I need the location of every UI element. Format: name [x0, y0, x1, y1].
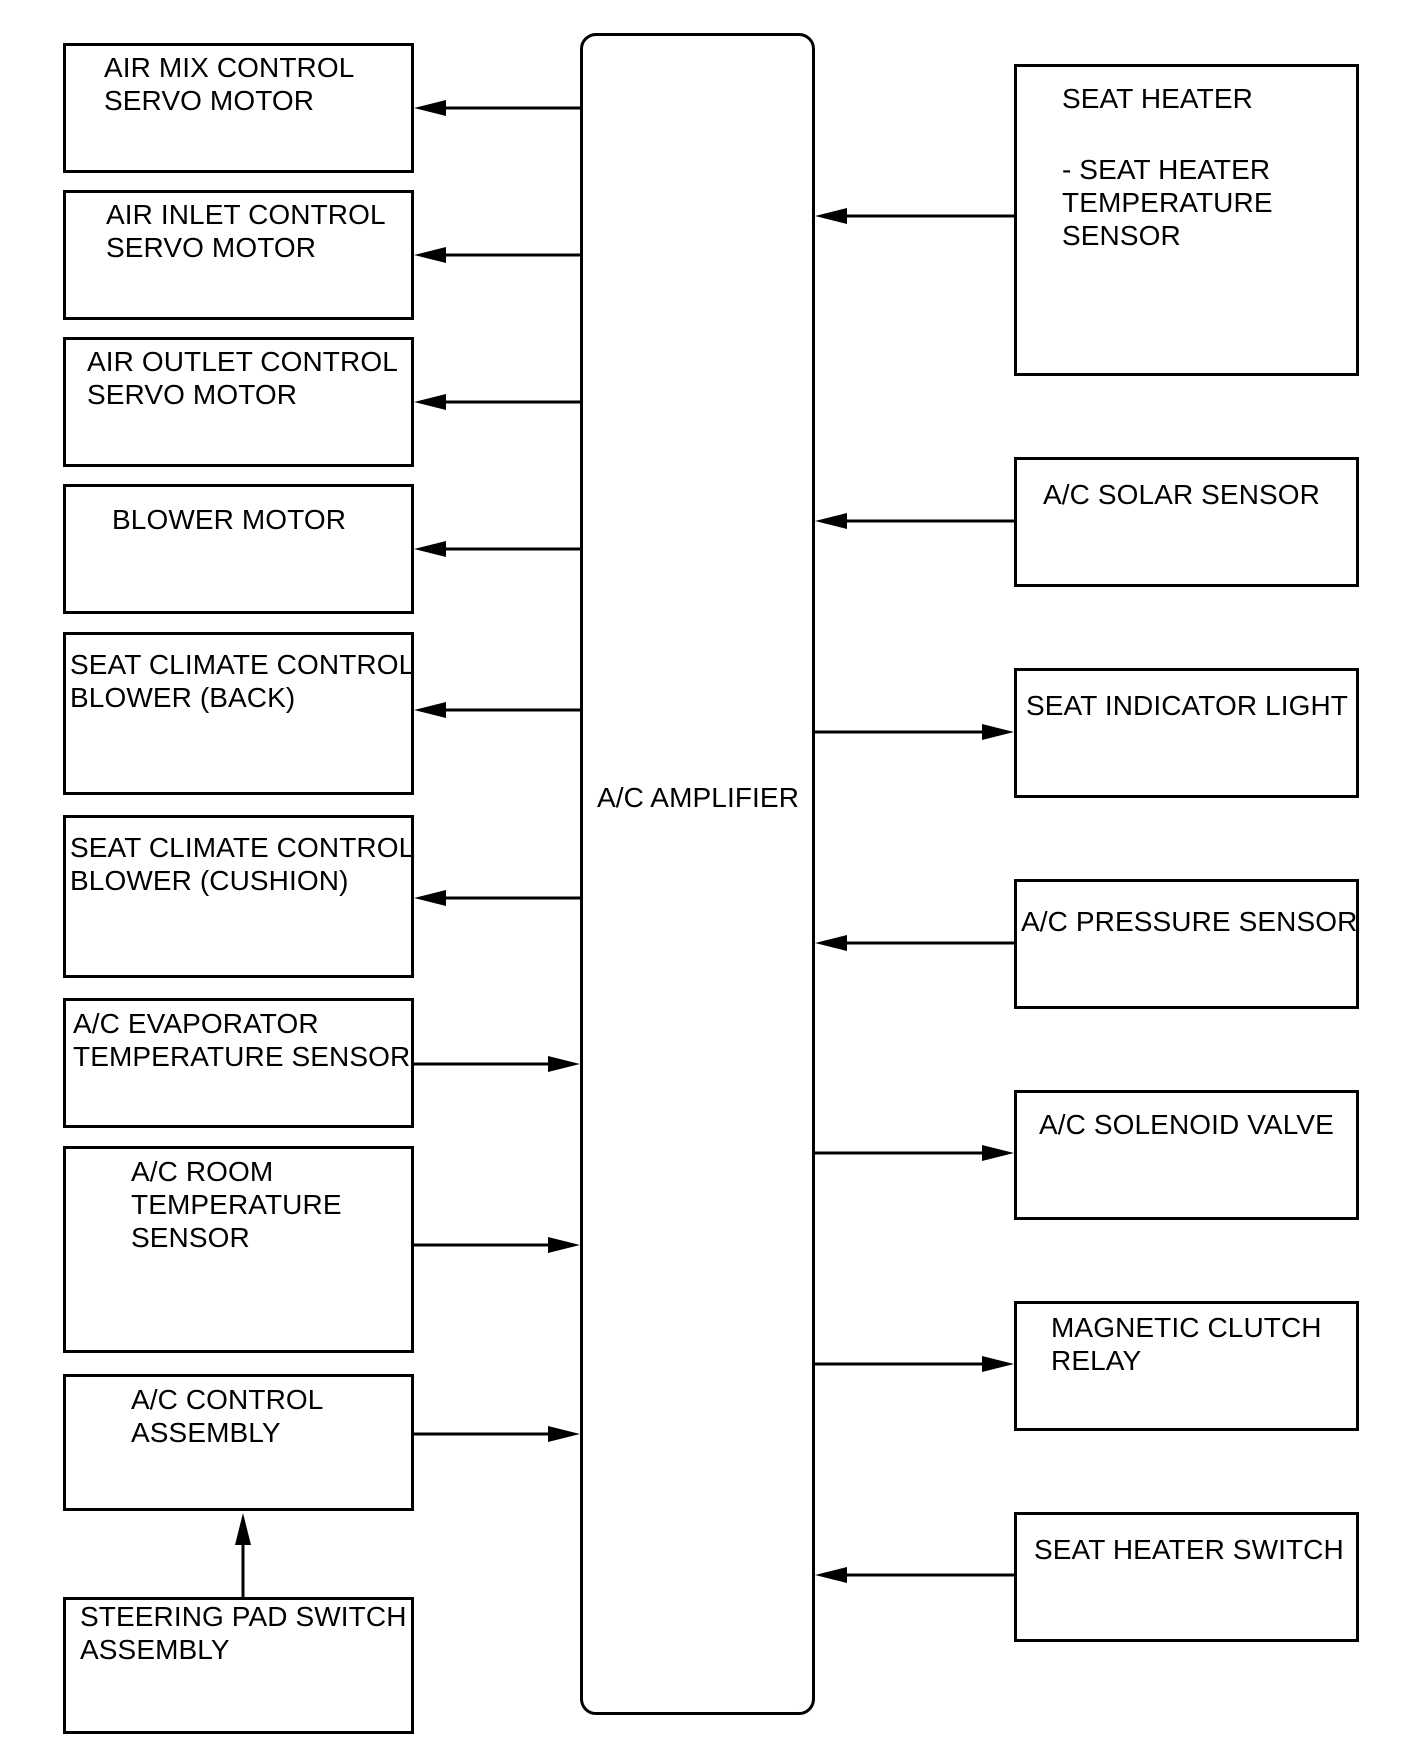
air-outlet-label-2: SERVO MOTOR — [87, 379, 298, 410]
arrowhead-room-sensor — [548, 1237, 580, 1253]
room-sensor-label-3: SENSOR — [131, 1222, 250, 1253]
arrowhead-air-outlet — [414, 394, 446, 410]
seat-blower-back-label-1: SEAT CLIMATE CONTROL — [70, 649, 415, 680]
steering-pad-label-2: ASSEMBLY — [80, 1634, 230, 1665]
room-sensor-label-2: TEMPERATURE — [131, 1189, 342, 1220]
seat-indicator-box: SEAT INDICATOR LIGHT — [1014, 668, 1359, 798]
arrowhead-air-inlet — [414, 247, 446, 263]
arrowhead-air-mix — [414, 100, 446, 116]
air-mix-servo-box: AIR MIX CONTROL SERVO MOTOR — [63, 43, 414, 173]
magnetic-clutch-label-2: RELAY — [1051, 1345, 1142, 1376]
seat-heater-switch-label: SEAT HEATER SWITCH — [1034, 1534, 1344, 1565]
seat-heater-label-1: SEAT HEATER — [1062, 83, 1253, 114]
arrowhead-seat-indicator — [982, 724, 1014, 740]
seat-heater-label-3: TEMPERATURE — [1062, 187, 1273, 218]
air-inlet-servo-box: AIR INLET CONTROL SERVO MOTOR — [63, 190, 414, 320]
solar-sensor-label: A/C SOLAR SENSOR — [1043, 479, 1321, 510]
air-outlet-servo-box: AIR OUTLET CONTROL SERVO MOTOR — [63, 337, 414, 467]
evaporator-label-2: TEMPERATURE SENSOR — [73, 1041, 411, 1072]
evaporator-label-1: A/C EVAPORATOR — [73, 1008, 319, 1039]
arrowhead-seat-blower-back — [414, 702, 446, 718]
steering-pad-label-1: STEERING PAD SWITCH — [80, 1601, 407, 1632]
arrowhead-blower-motor — [414, 541, 446, 557]
room-sensor-box: A/C ROOM TEMPERATURE SENSOR — [63, 1146, 414, 1353]
air-mix-label-1: AIR MIX CONTROL — [104, 52, 355, 83]
control-assembly-label-1: A/C CONTROL — [131, 1384, 324, 1415]
air-outlet-label-1: AIR OUTLET CONTROL — [87, 346, 398, 377]
arrowhead-magnetic-clutch — [982, 1356, 1014, 1372]
arrowhead-seat-heater — [815, 208, 847, 224]
ac-amplifier-block: A/C AMPLIFIER — [580, 33, 815, 1715]
solenoid-valve-label: A/C SOLENOID VALVE — [1039, 1109, 1334, 1140]
air-inlet-label-1: AIR INLET CONTROL — [106, 199, 386, 230]
arrowhead-evaporator — [548, 1056, 580, 1072]
seat-heater-label-2: - SEAT HEATER — [1062, 154, 1271, 185]
steering-pad-box: STEERING PAD SWITCH ASSEMBLY — [63, 1597, 414, 1734]
seat-blower-cushion-label-1: SEAT CLIMATE CONTROL — [70, 832, 415, 863]
pressure-sensor-label: A/C PRESSURE SENSOR — [1021, 906, 1358, 937]
magnetic-clutch-box: MAGNETIC CLUTCH RELAY — [1014, 1301, 1359, 1431]
control-assembly-box: A/C CONTROL ASSEMBLY — [63, 1374, 414, 1511]
solar-sensor-box: A/C SOLAR SENSOR — [1014, 457, 1359, 587]
seat-blower-cushion-label-2: BLOWER (CUSHION) — [70, 865, 349, 896]
arrowhead-seat-blower-cushion — [414, 890, 446, 906]
arrowhead-seat-heater-switch — [815, 1567, 847, 1583]
arrowhead-steering-pad — [235, 1513, 251, 1545]
arrowhead-pressure-sensor — [815, 935, 847, 951]
air-inlet-label-2: SERVO MOTOR — [106, 232, 317, 263]
ac-amplifier-label: A/C AMPLIFIER — [597, 782, 800, 813]
seat-heater-switch-box: SEAT HEATER SWITCH — [1014, 1512, 1359, 1642]
pressure-sensor-box: A/C PRESSURE SENSOR — [1014, 879, 1359, 1009]
arrowhead-control-assembly — [548, 1426, 580, 1442]
seat-blower-cushion-box: SEAT CLIMATE CONTROL BLOWER (CUSHION) — [63, 815, 414, 978]
evaporator-sensor-box: A/C EVAPORATOR TEMPERATURE SENSOR — [63, 998, 414, 1128]
magnetic-clutch-label-1: MAGNETIC CLUTCH — [1051, 1312, 1322, 1343]
solenoid-valve-box: A/C SOLENOID VALVE — [1014, 1090, 1359, 1220]
seat-blower-back-label-2: BLOWER (BACK) — [70, 682, 296, 713]
seat-heater-box: SEAT HEATER - SEAT HEATER TEMPERATURE SE… — [1014, 64, 1359, 376]
arrowhead-solar-sensor — [815, 513, 847, 529]
blower-motor-label: BLOWER MOTOR — [112, 504, 347, 535]
seat-heater-label-4: SENSOR — [1062, 220, 1181, 251]
seat-blower-back-box: SEAT CLIMATE CONTROL BLOWER (BACK) — [63, 632, 414, 795]
arrowhead-solenoid-valve — [982, 1145, 1014, 1161]
control-assembly-label-2: ASSEMBLY — [131, 1417, 281, 1448]
seat-indicator-label: SEAT INDICATOR LIGHT — [1026, 690, 1348, 721]
room-sensor-label-1: A/C ROOM — [131, 1156, 274, 1187]
blower-motor-box: BLOWER MOTOR — [63, 484, 414, 614]
air-mix-label-2: SERVO MOTOR — [104, 85, 315, 116]
